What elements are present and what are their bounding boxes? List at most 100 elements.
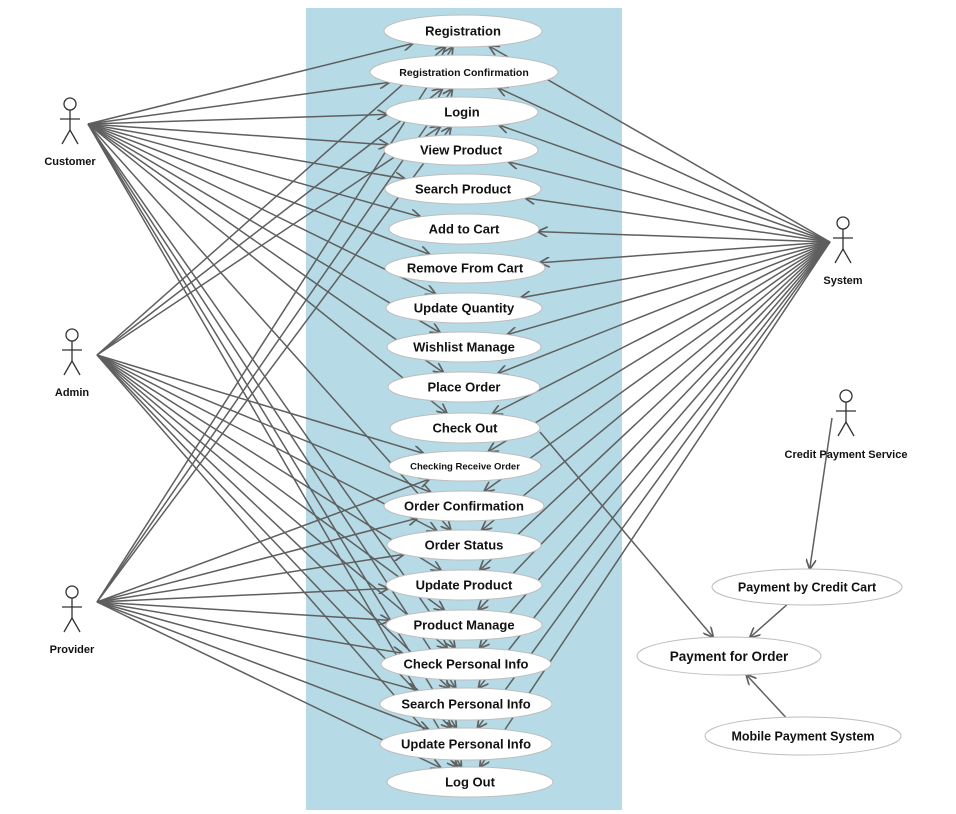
use-case-payment-by-credit-cart[interactable]: Payment by Credit Cart xyxy=(711,568,903,606)
association-provider-order_status xyxy=(96,554,404,603)
actor-system[interactable]: System xyxy=(823,216,863,287)
use-case-mobile-payment-system[interactable]: Mobile Payment System xyxy=(704,716,902,756)
use-case-ellipse xyxy=(636,636,822,676)
association-credit-payment_by_credit_cart xyxy=(810,417,833,569)
association-admin-check_personal_info xyxy=(96,354,447,648)
use-case-ellipse xyxy=(385,292,543,324)
use-case-check-out[interactable]: Check Out xyxy=(389,412,541,444)
use-case-ellipse xyxy=(388,450,542,482)
actor-leg-icon xyxy=(842,248,852,264)
actor-admin[interactable]: Admin xyxy=(55,328,90,399)
actor-credit[interactable]: Credit Payment Service xyxy=(785,389,908,461)
association-system-checking_receive_order xyxy=(488,241,831,452)
use-case-label: View Product xyxy=(420,143,503,158)
use-case-search-product[interactable]: Search Product xyxy=(384,173,542,205)
use-case-label: Checking Receive Order xyxy=(410,461,520,472)
use-case-update-quantity[interactable]: Update Quantity xyxy=(385,292,543,324)
use-case-label: Check Out xyxy=(432,421,498,436)
use-case-label: Update Quantity xyxy=(414,301,515,316)
use-case-ellipse xyxy=(389,412,541,444)
actor-head-icon xyxy=(836,216,850,230)
use-case-label: Place Order xyxy=(428,380,501,395)
use-case-check-personal-info[interactable]: Check Personal Info xyxy=(380,647,552,681)
use-case-login[interactable]: Login xyxy=(385,96,539,128)
association-system-update_product xyxy=(480,241,831,570)
use-case-update-product[interactable]: Update Product xyxy=(385,569,543,601)
use-case-registration[interactable]: Registration xyxy=(383,14,543,48)
association-system-order_status xyxy=(482,241,831,530)
use-case-ellipse xyxy=(386,529,542,561)
use-case-label: Payment for Order xyxy=(670,649,789,664)
association-provider-update_product xyxy=(96,589,388,603)
use-case-ellipse xyxy=(385,569,543,601)
use-case-payment-for-order[interactable]: Payment for Order xyxy=(636,636,822,676)
association-customer-search_personal_info xyxy=(87,123,456,688)
actor-head-icon xyxy=(65,585,79,599)
actor-provider[interactable]: Provider xyxy=(50,585,95,656)
association-provider-registration_confirmation xyxy=(96,89,452,603)
association-customer-check_out xyxy=(87,123,447,413)
association-system-order_confirmation xyxy=(484,241,831,492)
use-case-ellipse xyxy=(383,490,545,522)
use-case-label: Order Confirmation xyxy=(404,499,524,514)
use-case-ellipse xyxy=(386,766,554,798)
actor-customer[interactable]: Customer xyxy=(44,97,96,168)
actor-label: Provider xyxy=(50,644,95,656)
actor-head-icon xyxy=(65,328,79,342)
association-provider-registration xyxy=(96,47,453,603)
use-case-ellipse xyxy=(387,371,541,403)
actor-leg-icon xyxy=(63,360,73,376)
actor-leg-icon xyxy=(834,248,844,264)
actor-head-icon xyxy=(63,97,77,111)
use-case-ellipse xyxy=(385,96,539,128)
use-case-view-product[interactable]: View Product xyxy=(383,134,539,166)
association-system-wishlist_manage xyxy=(507,241,831,335)
use-case-label: Registration Confirmation xyxy=(399,67,529,79)
association-provider-check_personal_info xyxy=(96,601,403,653)
association-system-update_personal_info xyxy=(478,241,831,728)
actor-label: Credit Payment Service xyxy=(785,449,908,461)
use-case-search-personal-info[interactable]: Search Personal Info xyxy=(379,687,553,721)
association-provider-update_personal_info xyxy=(96,601,429,730)
use-case-ellipse xyxy=(386,331,542,363)
use-case-checking-receive-order[interactable]: Checking Receive Order xyxy=(388,450,542,482)
association-provider-login xyxy=(96,127,451,603)
use-case-wishlist-manage[interactable]: Wishlist Manage xyxy=(386,331,542,363)
use-case-label: Update Personal Info xyxy=(401,737,531,752)
use-case-order-confirmation[interactable]: Order Confirmation xyxy=(383,490,545,522)
use-case-ellipse xyxy=(704,716,902,756)
association-customer-add_to_cart xyxy=(87,123,420,217)
association-payment_by_credit_cart-payment_for_order xyxy=(750,604,788,638)
use-case-product-manage[interactable]: Product Manage xyxy=(385,609,543,641)
use-case-registration-confirmation[interactable]: Registration Confirmation xyxy=(369,54,559,90)
use-case-ellipse xyxy=(369,54,559,90)
use-case-ellipse xyxy=(383,134,539,166)
use-case-ellipse xyxy=(711,568,903,606)
use-case-add-to-cart[interactable]: Add to Cart xyxy=(388,213,540,245)
use-case-label: Add to Cart xyxy=(429,222,500,237)
actor-leg-icon xyxy=(69,129,79,145)
actor-leg-icon xyxy=(71,360,81,376)
actor-leg-icon xyxy=(61,129,71,145)
use-case-remove-from-cart[interactable]: Remove From Cart xyxy=(384,252,546,284)
use-case-ellipse xyxy=(383,14,543,48)
association-admin-order_status xyxy=(96,354,437,531)
actor-label: Admin xyxy=(55,387,90,399)
association-provider-checking_receive_order xyxy=(96,479,429,603)
use-case-log-out[interactable]: Log Out xyxy=(386,766,554,798)
use-case-label: Order Status xyxy=(425,538,504,553)
association-system-add_to_cart xyxy=(538,232,831,243)
association-provider-search_personal_info xyxy=(96,601,418,691)
use-case-order-status[interactable]: Order Status xyxy=(386,529,542,561)
association-system-log_out xyxy=(480,241,831,767)
actor-leg-icon xyxy=(837,421,847,437)
association-system-search_product xyxy=(525,198,831,243)
use-case-update-personal-info[interactable]: Update Personal Info xyxy=(379,727,553,761)
use-case-label: Log Out xyxy=(445,775,495,790)
association-check_out-payment_for_order xyxy=(539,431,713,637)
use-case-place-order[interactable]: Place Order xyxy=(387,371,541,403)
use-case-label: Search Personal Info xyxy=(401,697,530,712)
use-case-ellipse xyxy=(385,609,543,641)
actor-label: System xyxy=(823,275,862,287)
